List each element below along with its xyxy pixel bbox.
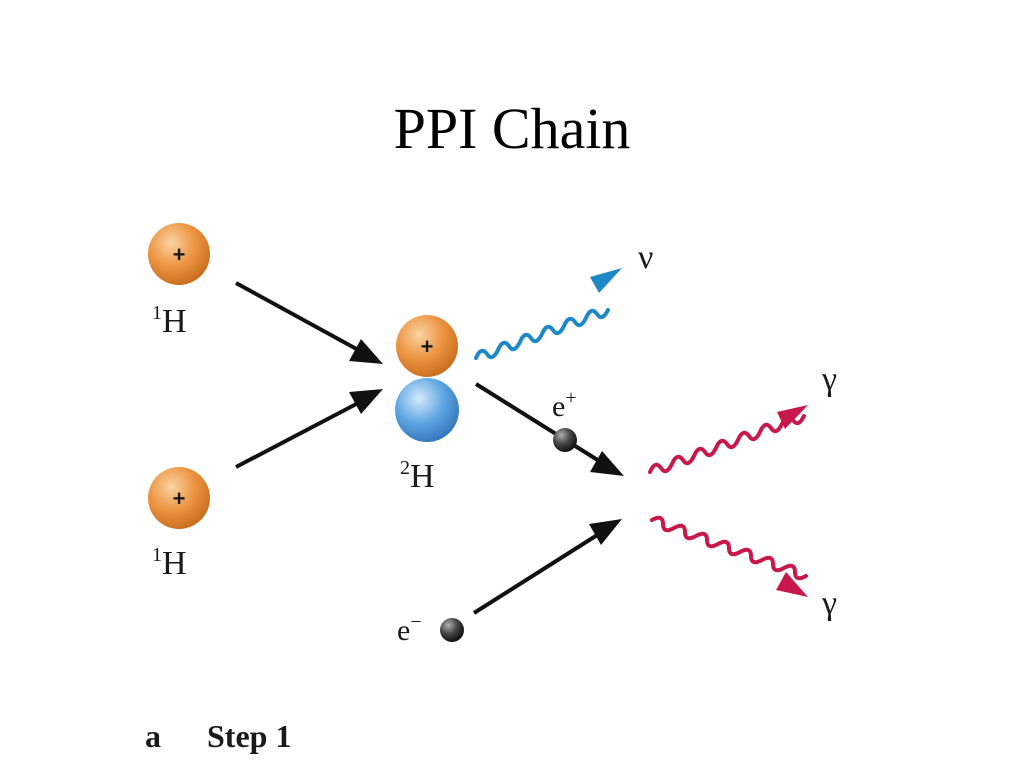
neutrino-wave <box>474 268 622 360</box>
label-gamma-bottom: γ <box>821 585 837 622</box>
label-neutrino: ν <box>638 239 653 276</box>
svg-text:+: + <box>421 334 434 359</box>
label-deuterium: 2H <box>400 457 435 495</box>
svg-text:+: + <box>173 242 186 267</box>
neutron <box>395 378 459 442</box>
arrow-positron <box>474 382 624 476</box>
arrow-proton-bottom-to-deuterium <box>235 389 383 469</box>
proton <box>396 315 458 377</box>
arrow-electron <box>472 519 622 615</box>
figure-caption: a Step 1 <box>145 718 291 755</box>
label-gamma-top: γ <box>821 361 837 398</box>
label-hydrogen-bottom: 1H <box>152 544 187 582</box>
proton-top: + <box>148 223 210 285</box>
label-hydrogen-top: 1H <box>152 302 187 340</box>
svg-text:+: + <box>173 486 186 511</box>
arrow-proton-top-to-deuterium <box>235 281 383 364</box>
label-electron: e− <box>397 611 422 647</box>
slide-title: PPI Chain <box>393 96 631 161</box>
positron <box>553 428 577 452</box>
deuterium-nucleus: + <box>395 315 459 442</box>
caption-text: Step 1 <box>207 718 292 754</box>
proton-bottom: + <box>148 467 210 529</box>
electron <box>440 618 464 642</box>
caption-letter: a <box>145 718 161 754</box>
gamma-wave-top <box>648 405 808 474</box>
label-positron: e+ <box>552 387 577 423</box>
gamma-wave-bottom <box>650 515 808 597</box>
